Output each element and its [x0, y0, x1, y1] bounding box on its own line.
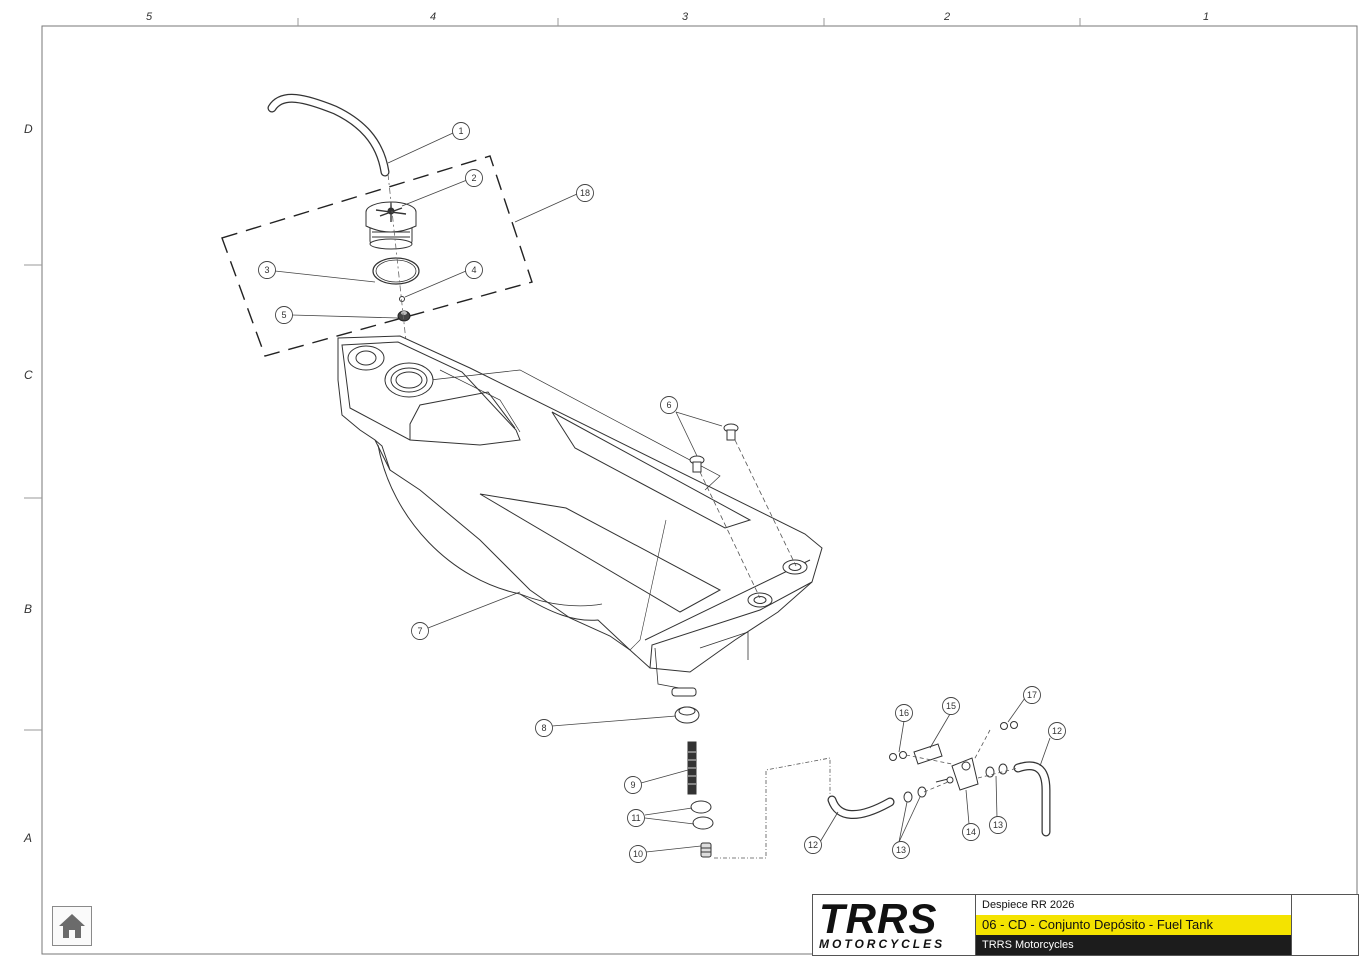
callout-label: 18	[580, 188, 590, 198]
fuel-tank	[337, 335, 823, 691]
home-icon	[59, 914, 85, 938]
callout-label: 14	[966, 827, 976, 837]
callout-label: 1	[458, 126, 463, 136]
home-button[interactable]	[52, 906, 92, 946]
callout-label: 9	[630, 780, 635, 790]
o-ring-seal	[372, 257, 420, 285]
callout-label: 6	[666, 400, 671, 410]
fuel-filter	[687, 741, 697, 795]
assembly-axis-line	[387, 173, 409, 361]
fuel-tap-assembly	[889, 721, 1018, 791]
grid-row-label-b: B	[24, 602, 33, 616]
callout-label: 17	[1027, 690, 1037, 700]
fuel-cap-kit-outline	[221, 155, 533, 357]
grid-row-label-d: D	[24, 122, 33, 136]
hose-clamp	[674, 706, 700, 724]
callout-label: 12	[808, 840, 818, 850]
callout-label: 7	[417, 626, 422, 636]
grid-column-label-2: 2	[944, 11, 951, 23]
breather-valve	[397, 310, 411, 322]
callout-label: 16	[899, 708, 909, 718]
o-ring-lower	[692, 816, 714, 830]
callout-label: 15	[946, 701, 956, 711]
logo-motorcycles-text: MOTORCYCLES	[819, 937, 946, 951]
grid-column-label-3: 3	[682, 11, 689, 23]
fuel-hose-left	[828, 796, 894, 818]
mounting-bolts	[689, 423, 739, 473]
logo-trrs-text: TRRS	[819, 895, 938, 942]
document-title: Despiece RR 2026	[982, 899, 1075, 911]
shield-logo-box	[1291, 895, 1359, 955]
sheet-border	[41, 25, 1358, 955]
section-title: 06 - CD - Conjunto Depósito - Fuel Tank	[976, 915, 1291, 935]
fuel-line-routing	[714, 757, 831, 859]
fuel-hose-right	[1014, 762, 1050, 836]
trrs-logo: TRRS MOTORCYCLES	[813, 895, 976, 955]
callout-label: 4	[471, 265, 476, 275]
callout-leaders	[274, 132, 1051, 853]
callout-label: 13	[993, 820, 1003, 830]
callout-circles	[258, 122, 1066, 863]
fuel-cap	[365, 201, 417, 250]
grid-column-label-4: 4	[430, 11, 437, 23]
callout-label: 2	[471, 173, 476, 183]
callout-label: 8	[541, 723, 546, 733]
callout-label: 10	[633, 849, 643, 859]
callout-label: 13	[896, 845, 906, 855]
callout-label: 11	[631, 813, 640, 823]
callout-label: 5	[281, 310, 286, 320]
grid-row-label-c: C	[24, 368, 33, 382]
tank-mount-bosses	[671, 559, 808, 697]
grid-ticks	[24, 18, 1081, 731]
fuel-fitting	[700, 842, 712, 858]
grid-column-label-1: 1	[1203, 11, 1210, 23]
tank-filler-neck	[347, 345, 434, 398]
callout-label: 12	[1052, 726, 1062, 736]
breather-hose	[268, 95, 389, 176]
grid-column-label-5: 5	[146, 11, 153, 23]
callout-label: 3	[264, 265, 269, 275]
grid-row-label-a: A	[24, 831, 33, 845]
company-name: TRRS Motorcycles	[976, 935, 1291, 955]
o-ring-upper	[690, 800, 712, 814]
title-block: TRRS MOTORCYCLES Despiece RR 2026 06 - C…	[812, 894, 1359, 956]
